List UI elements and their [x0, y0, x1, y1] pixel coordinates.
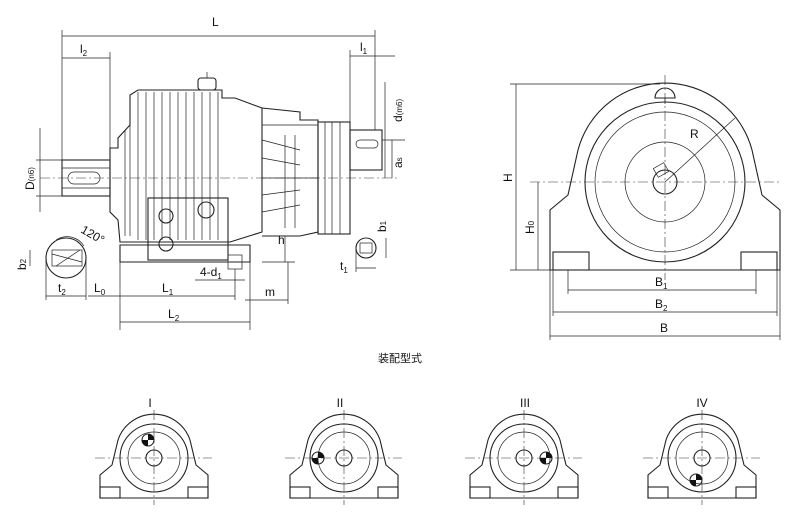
terminal-plate — [147, 197, 229, 261]
mount-label-II: II — [337, 396, 344, 410]
dim-L1: L1 — [162, 281, 174, 297]
left-foot — [552, 251, 590, 271]
right-foot — [740, 251, 778, 271]
dim-B2: B2 — [655, 297, 668, 313]
dim-t2: t2 — [58, 281, 66, 297]
flange-circle — [624, 141, 706, 223]
mount-type-III: III — [465, 396, 582, 505]
dim-L2: L2 — [168, 307, 180, 323]
front-view: R H H0 B1 B2 B — [501, 75, 781, 340]
housing-outline — [549, 82, 781, 271]
dim-D-n6: D(n6) — [23, 167, 37, 190]
mount-label-IV: IV — [696, 396, 707, 410]
top-knob — [654, 87, 676, 99]
dim-t1: t1 — [340, 259, 348, 275]
mount-label-III: III — [520, 396, 530, 410]
inner-ring — [594, 111, 736, 253]
dim-as: as — [391, 157, 405, 168]
reducer-body — [109, 72, 263, 243]
cooling-fins — [261, 107, 319, 237]
dim-L: L — [212, 15, 219, 29]
dim-d-m6: d(m6) — [391, 99, 405, 122]
key-section-left — [29, 236, 87, 300]
dim-4-d1: 4-d1 — [200, 265, 222, 281]
angle-label: 120° — [79, 222, 108, 247]
dim-l1: l1 — [360, 40, 368, 56]
dim-l2: l2 — [80, 42, 88, 58]
dim-B1: B1 — [655, 275, 668, 291]
key-slot — [652, 162, 670, 178]
mount-label-I: I — [148, 396, 151, 410]
section-title: 装配型式 — [378, 351, 422, 365]
dim-B: B — [660, 321, 668, 335]
dim-H: H — [501, 173, 515, 182]
mount-type-I: I — [95, 396, 212, 505]
radius-line — [664, 117, 736, 183]
foot-base — [119, 244, 251, 270]
dim-H0: H0 — [523, 220, 537, 234]
side-view: L l2 l1 d(m6) as D(n6) b1 t1 h 120° b2 t… — [15, 15, 405, 330]
mount-type-IV: IV — [643, 396, 760, 505]
dim-h: h — [278, 233, 285, 247]
dim-b1: b1 — [375, 220, 389, 232]
mount-type-II: II — [285, 396, 402, 505]
key-section-right — [355, 237, 387, 272]
shaft-circle — [652, 169, 678, 195]
dim-R: R — [690, 127, 699, 141]
side-dimensions — [36, 30, 405, 330]
dim-b2: b2 — [15, 258, 29, 270]
dim-m: m — [265, 285, 275, 299]
output-flange — [317, 121, 383, 235]
dim-L0: L0 — [94, 281, 106, 297]
